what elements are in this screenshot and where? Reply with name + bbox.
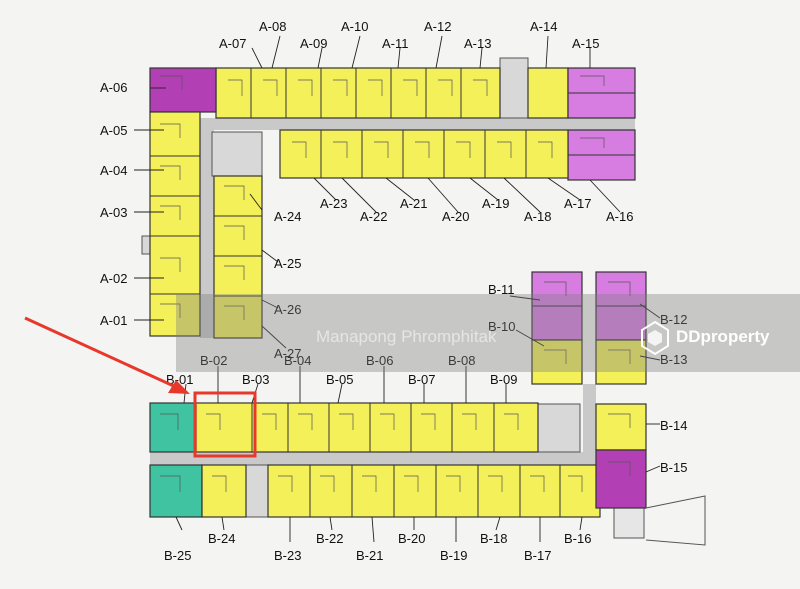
label-b-11: B-11 xyxy=(488,282,515,297)
label-a-03: A-03 xyxy=(100,205,127,220)
label-a-26: A-26 xyxy=(274,302,301,317)
label-b-04: B-04 xyxy=(284,353,311,368)
label-b-24: B-24 xyxy=(208,531,235,546)
label-a-25: A-25 xyxy=(274,256,301,271)
watermark-author: Manapong Phromphitak xyxy=(316,327,497,346)
unit-partitions xyxy=(150,68,635,297)
label-b-23: B-23 xyxy=(274,548,301,563)
unit-b-14 xyxy=(595,403,647,451)
label-a-17: A-17 xyxy=(564,196,591,211)
label-b-15: B-15 xyxy=(660,460,687,475)
label-b-17: B-17 xyxy=(524,548,551,563)
label-b-09: B-09 xyxy=(490,372,517,387)
corridor xyxy=(200,118,214,338)
stair-core xyxy=(245,464,269,518)
label-b-25: B-25 xyxy=(164,548,191,563)
unit-a-left-column xyxy=(149,111,201,337)
label-a-20: A-20 xyxy=(442,209,469,224)
label-b-03: B-03 xyxy=(242,372,269,387)
label-a-19: A-19 xyxy=(482,196,509,211)
watermark-brand: DDproperty xyxy=(676,327,770,346)
label-a-14: A-14 xyxy=(530,19,557,34)
unit-b-15 xyxy=(595,449,647,509)
label-b-20: B-20 xyxy=(398,531,425,546)
unit-a-top-row xyxy=(215,67,501,119)
building-b xyxy=(149,271,706,546)
unit-b-top-row xyxy=(195,402,539,453)
label-b-21: B-21 xyxy=(356,548,383,563)
label-b-16: B-16 xyxy=(564,531,591,546)
label-b-01: B-01 xyxy=(166,372,193,387)
highlight-box xyxy=(193,391,257,458)
unit-a-06 xyxy=(149,67,217,113)
label-b-02: B-02 xyxy=(200,353,227,368)
ddproperty-logo-icon xyxy=(641,320,669,356)
label-a-08: A-08 xyxy=(259,19,286,34)
label-a-24: A-24 xyxy=(274,209,301,224)
room-details xyxy=(160,75,605,320)
label-b-06: B-06 xyxy=(366,353,393,368)
arrow-icon xyxy=(24,316,190,394)
label-b-08: B-08 xyxy=(448,353,475,368)
corridor xyxy=(150,452,598,465)
label-a-01: A-01 xyxy=(100,313,127,328)
room-details xyxy=(160,281,631,492)
unit-a-inner-column xyxy=(213,175,263,339)
label-a-05: A-05 xyxy=(100,123,127,138)
corridor xyxy=(150,118,635,130)
label-a-11: A-11 xyxy=(382,36,409,51)
stair-core xyxy=(537,403,581,453)
watermark: Manapong Phromphitak DDproperty xyxy=(176,294,800,372)
label-b-07: B-07 xyxy=(408,372,435,387)
label-a-15: A-15 xyxy=(572,36,599,51)
label-a-12: A-12 xyxy=(424,19,451,34)
label-a-22: A-22 xyxy=(360,209,387,224)
unit-b-01 xyxy=(149,402,197,453)
unit-partitions xyxy=(251,305,646,517)
unit-a-second-row xyxy=(279,129,569,179)
corridor xyxy=(583,384,596,464)
label-a-04: A-04 xyxy=(100,163,127,178)
unit-b-10 xyxy=(531,339,583,385)
unit-b-25 xyxy=(149,464,203,518)
label-a-13: A-13 xyxy=(464,36,491,51)
elevator-core xyxy=(211,131,263,177)
label-a-16: A-16 xyxy=(606,209,633,224)
label-b-12: B-12 xyxy=(660,312,687,327)
building-outline xyxy=(645,495,706,546)
stair-core xyxy=(499,57,529,119)
label-b-13: B-13 xyxy=(660,352,687,367)
label-a-21: A-21 xyxy=(400,196,427,211)
label-b-19: B-19 xyxy=(440,548,467,563)
label-a-09: A-09 xyxy=(300,36,327,51)
leader-lines xyxy=(134,35,661,543)
label-a-23: A-23 xyxy=(320,196,347,211)
label-a-02: A-02 xyxy=(100,271,127,286)
unit-b-24 xyxy=(201,464,247,518)
label-b-14: B-14 xyxy=(660,418,687,433)
label-a-27: A-27 xyxy=(274,346,301,361)
watermark-band xyxy=(176,294,800,372)
unit-labels: A-06 A-05 A-04 A-03 A-02 A-01 A-07 A-08 … xyxy=(100,19,687,563)
label-b-22: B-22 xyxy=(316,531,343,546)
label-b-18: B-18 xyxy=(480,531,507,546)
label-a-10: A-10 xyxy=(341,19,368,34)
unit-b-13 xyxy=(595,339,647,385)
label-a-18: A-18 xyxy=(524,209,551,224)
building-a xyxy=(141,57,636,339)
label-b-10: B-10 xyxy=(488,319,515,334)
unit-a-14 xyxy=(527,67,569,119)
label-a-06: A-06 xyxy=(100,80,127,95)
label-a-07: A-07 xyxy=(219,36,246,51)
label-b-05: B-05 xyxy=(326,372,353,387)
unit-b-bottom-row xyxy=(267,464,601,518)
